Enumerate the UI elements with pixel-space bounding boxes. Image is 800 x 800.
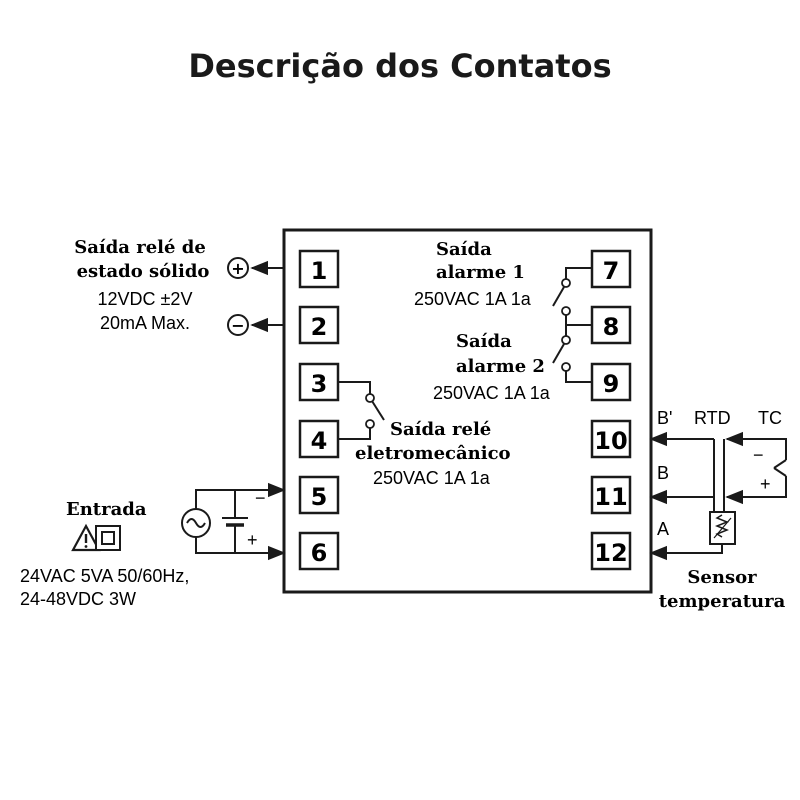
terminal-2: 2	[298, 305, 340, 345]
relay-label-line2: eletromecânico	[355, 443, 511, 464]
sensor-caption-line2: temperatura	[659, 591, 786, 612]
plus-symbol: +	[231, 259, 244, 278]
alarm-group: Saída alarme 1 250VAC 1A 1a Saída alarme…	[414, 239, 592, 403]
controller-body	[282, 228, 653, 594]
relay-wire-4	[338, 428, 371, 440]
sensor-label-b: B	[657, 463, 669, 483]
sensor-group: B' RTD TC B A − + Sensor temperatura	[649, 408, 787, 612]
tc-wire-minus	[725, 431, 787, 460]
rtd-arrow-line	[713, 517, 732, 539]
alarm1-wire-7	[565, 267, 592, 279]
terminal-3: 3	[298, 362, 340, 402]
ssr-spec-line1: 12VDC ±2V	[98, 289, 193, 309]
sensor-label-b-prime: B'	[657, 408, 672, 428]
terminal-6: 6	[298, 531, 340, 571]
dc-minus-symbol: −	[255, 488, 266, 508]
terminal-9-label: 9	[603, 370, 620, 398]
terminal-9: 9	[590, 362, 632, 402]
page-title: Descrição dos Contatos	[188, 47, 611, 85]
terminal-4: 4	[298, 419, 340, 459]
alarm1-label-line2: alarme 1	[436, 262, 525, 283]
terminal-2-label: 2	[311, 313, 328, 341]
terminal-11: 11	[590, 475, 632, 515]
plus-circle-icon	[227, 257, 249, 279]
terminal-11-label: 11	[594, 483, 627, 511]
alarm1-switch-blade	[552, 286, 565, 307]
terminal-7-label: 7	[603, 257, 620, 285]
terminal-12: 12	[590, 531, 632, 571]
alarm1-contact-bottom	[561, 306, 571, 316]
terminal-1-label: 1	[311, 257, 328, 285]
terminal-12-label: 12	[594, 539, 627, 567]
tc-junction-top	[773, 459, 787, 469]
terminal-3-label: 3	[311, 370, 328, 398]
alarm2-spec: 250VAC 1A 1a	[433, 383, 551, 403]
power-input-group: − + Entrada 24VAC 5VA 50/60Hz, 24-48VDC …	[20, 482, 286, 609]
sensor-caption-line1: Sensor	[687, 567, 757, 588]
power-spec-line2: 24-48VDC 3W	[20, 589, 136, 609]
tc-minus-symbol: −	[753, 445, 764, 465]
ac-wave-icon	[186, 518, 206, 528]
double-insulation-inner	[101, 531, 115, 545]
alarm1-label-line1: Saída	[436, 239, 492, 260]
alarm2-switch-blade	[552, 343, 565, 364]
alarm2-contact-bottom	[561, 362, 571, 372]
relay-contact-top	[365, 393, 375, 403]
minus-symbol: −	[231, 316, 244, 335]
alarm2-label-line1: Saída	[456, 331, 512, 352]
common-wire-8	[565, 315, 592, 326]
terminal-8-label: 8	[603, 313, 620, 341]
sensor-label-tc: TC	[758, 408, 782, 428]
terminal-5: 5	[298, 475, 340, 515]
ac-wire-bottom	[195, 537, 286, 561]
warning-mark-dot	[84, 545, 88, 548]
relay-output-group: Saída relé eletromecânico 250VAC 1A 1a	[338, 381, 511, 488]
alarm2-wire-9	[565, 371, 592, 383]
tc-junction-bottom	[773, 467, 787, 477]
power-input-label: Entrada	[66, 499, 147, 520]
relay-switch-blade	[371, 400, 385, 421]
relay-spec: 250VAC 1A 1a	[373, 468, 491, 488]
minus-circle-icon	[227, 314, 249, 336]
tc-wire-plus	[725, 476, 787, 505]
wire-a	[649, 544, 723, 561]
ssr-label-line2: estado sólido	[77, 261, 210, 282]
alarm1-spec: 250VAC 1A 1a	[414, 289, 532, 309]
tc-plus-symbol: +	[760, 474, 771, 494]
ssr-spec-line2: 20mA Max.	[100, 313, 190, 333]
relay-label-line1: Saída relé	[390, 419, 491, 440]
terminal-1: 1	[298, 249, 340, 289]
relay-contact-bottom	[365, 419, 375, 429]
dc-plus-symbol: +	[247, 530, 258, 550]
terminal-4-label: 4	[311, 427, 328, 455]
terminal-10-label: 10	[594, 427, 627, 455]
power-spec-line1: 24VAC 5VA 50/60Hz,	[20, 566, 189, 586]
sensor-label-a: A	[657, 519, 669, 539]
alarm2-contact-top	[561, 335, 571, 345]
terminal-10: 10	[590, 419, 632, 459]
double-insulation-icon	[95, 525, 121, 551]
alarm2-label-line2: alarme 2	[456, 356, 545, 377]
terminal-5-label: 5	[311, 483, 328, 511]
ac-wire-top	[195, 482, 286, 509]
alarm1-contact-top	[561, 278, 571, 288]
relay-wire-3	[338, 381, 371, 394]
terminal-7: 7	[590, 249, 632, 289]
terminal-8: 8	[590, 305, 632, 345]
ssr-label-line1: Saída relé de	[74, 237, 206, 258]
ssr-output-group: + − Saída relé de estado sólido 12VDC ±2…	[74, 237, 284, 336]
sensor-label-rtd: RTD	[694, 408, 731, 428]
terminal-6-label: 6	[311, 539, 328, 567]
